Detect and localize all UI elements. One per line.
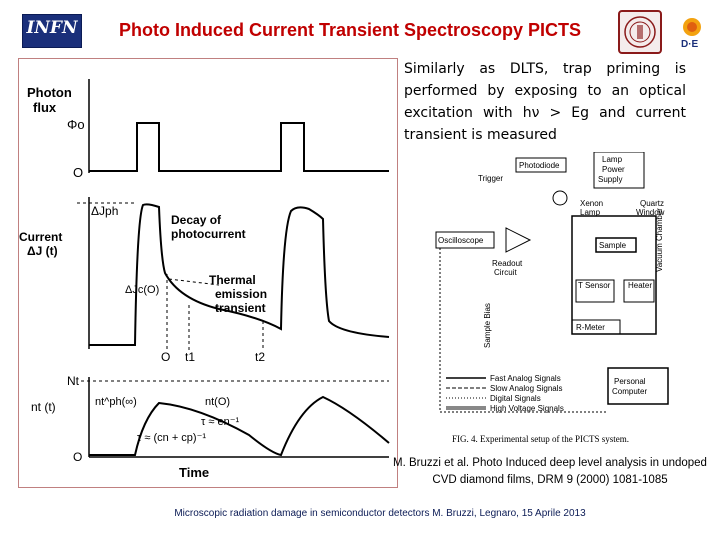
ntph-label: nt^ph(∞) <box>95 396 137 408</box>
dJc-label: ΔJc(O) <box>125 284 159 296</box>
tau-cn-label: τ ≈ (cn + cp)⁻¹ <box>137 432 206 444</box>
current-curve <box>89 203 390 346</box>
sample-label: Sample <box>599 241 627 250</box>
rmeter-label: R-Meter <box>576 323 605 332</box>
infn-logo: INFN <box>22 14 82 48</box>
reference-citation: M. Bruzzi et al. Photo Induced deep leve… <box>393 457 707 486</box>
svg-text:Lamp: Lamp <box>602 155 623 164</box>
zero-current: O <box>161 350 170 364</box>
legend-digital: Digital Signals <box>490 394 541 403</box>
tsensor-label: T Sensor <box>578 281 611 290</box>
zero-flux: O <box>73 165 83 180</box>
heater-label: Heater <box>628 281 652 290</box>
phi0-label: Φo <box>67 117 85 132</box>
nt-curve <box>89 395 390 457</box>
bias-label: Sample Bias <box>483 303 492 348</box>
description-text: Similarly as DLTS, trap priming is perfo… <box>404 61 686 143</box>
nt-label: nt (t) <box>31 400 56 414</box>
time-label: Time <box>179 465 209 480</box>
slide-title: Photo Induced Current Transient Spectros… <box>118 20 582 40</box>
flux-pulse-train <box>89 122 389 172</box>
zero-nt: O <box>73 450 82 464</box>
legend-slow: Slow Analog Signals <box>490 384 563 393</box>
nt0-label: nt(O) <box>205 396 230 408</box>
university-seal-logo <box>618 10 662 54</box>
legend-fast: Fast Analog Signals <box>490 374 561 383</box>
t2-label: t2 <box>255 350 265 364</box>
dipartimento-logo: D·E <box>672 14 712 50</box>
dJph-label: ΔJph <box>91 204 118 218</box>
oscilloscope-label: Oscilloscope <box>438 236 484 245</box>
photodiode-label: Photodiode <box>519 161 560 170</box>
trigger-label: Trigger <box>478 174 503 183</box>
figure-caption: FIG. 4. Experimental setup of the PICTS … <box>452 434 629 444</box>
svg-text:Supply: Supply <box>598 175 622 184</box>
legend-hv: High Voltage Signals <box>490 404 564 413</box>
t1-label: t1 <box>185 350 195 364</box>
Nt-label: Nt <box>67 374 80 388</box>
svg-text:Power: Power <box>602 165 625 174</box>
vacuum-label: Vacuum Chamber <box>655 208 664 272</box>
footer-text: Microscopic radiation damage in semicond… <box>174 508 586 519</box>
svg-text:D·E: D·E <box>681 39 699 50</box>
